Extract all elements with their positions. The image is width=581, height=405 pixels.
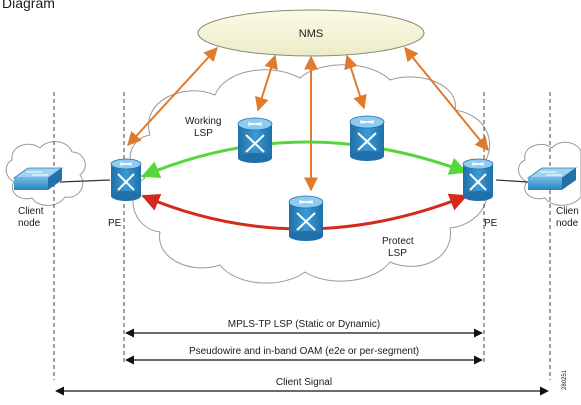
- client-right-label-line1: Clien: [556, 206, 579, 217]
- working-lsp-label-line1: Working: [185, 116, 222, 127]
- client-switch-left-icon: [12, 167, 64, 190]
- client-left-label-line2: node: [18, 218, 41, 229]
- nms-label: NMS: [299, 28, 323, 40]
- pe-right-label: PE: [484, 218, 498, 229]
- figure-id: 280251: [562, 369, 568, 390]
- mgmt-link-working-router: [255, 54, 278, 112]
- protect-lsp-label-line1: Protect: [382, 236, 414, 247]
- client-left-label-line1: Client: [18, 206, 44, 217]
- center-router-icon: [288, 195, 324, 241]
- mgmt-link-pe-right: [404, 46, 489, 152]
- client-switch-right-icon: [526, 167, 578, 190]
- mgmt-link-pe-left: [127, 46, 218, 147]
- pe-router-left-icon: [110, 158, 142, 201]
- link-client-left-pe: [59, 179, 111, 183]
- protect-router-icon: [349, 115, 385, 161]
- span-mpls-tp-lsp-label: MPLS-TP LSP (Static or Dynamic): [228, 319, 380, 330]
- caption-fragment: Diagram: [2, 0, 55, 11]
- working-router-icon: [237, 117, 273, 163]
- pe-left-label: PE: [108, 218, 122, 229]
- working-lsp-label-line2: LSP: [194, 128, 213, 139]
- mgmt-link-protect-router: [344, 54, 367, 110]
- protect-lsp-label-line2: LSP: [388, 248, 407, 259]
- pe-router-right-icon: [462, 158, 494, 201]
- span-client-signal-label: Client Signal: [276, 377, 332, 388]
- client-right-label-line2: node: [556, 218, 579, 229]
- working-lsp-path: [141, 140, 468, 179]
- link-pe-client-right: [495, 179, 529, 183]
- provider-cloud: [129, 64, 491, 284]
- span-pseudowire-label: Pseudowire and in-band OAM (e2e or per-s…: [189, 346, 419, 357]
